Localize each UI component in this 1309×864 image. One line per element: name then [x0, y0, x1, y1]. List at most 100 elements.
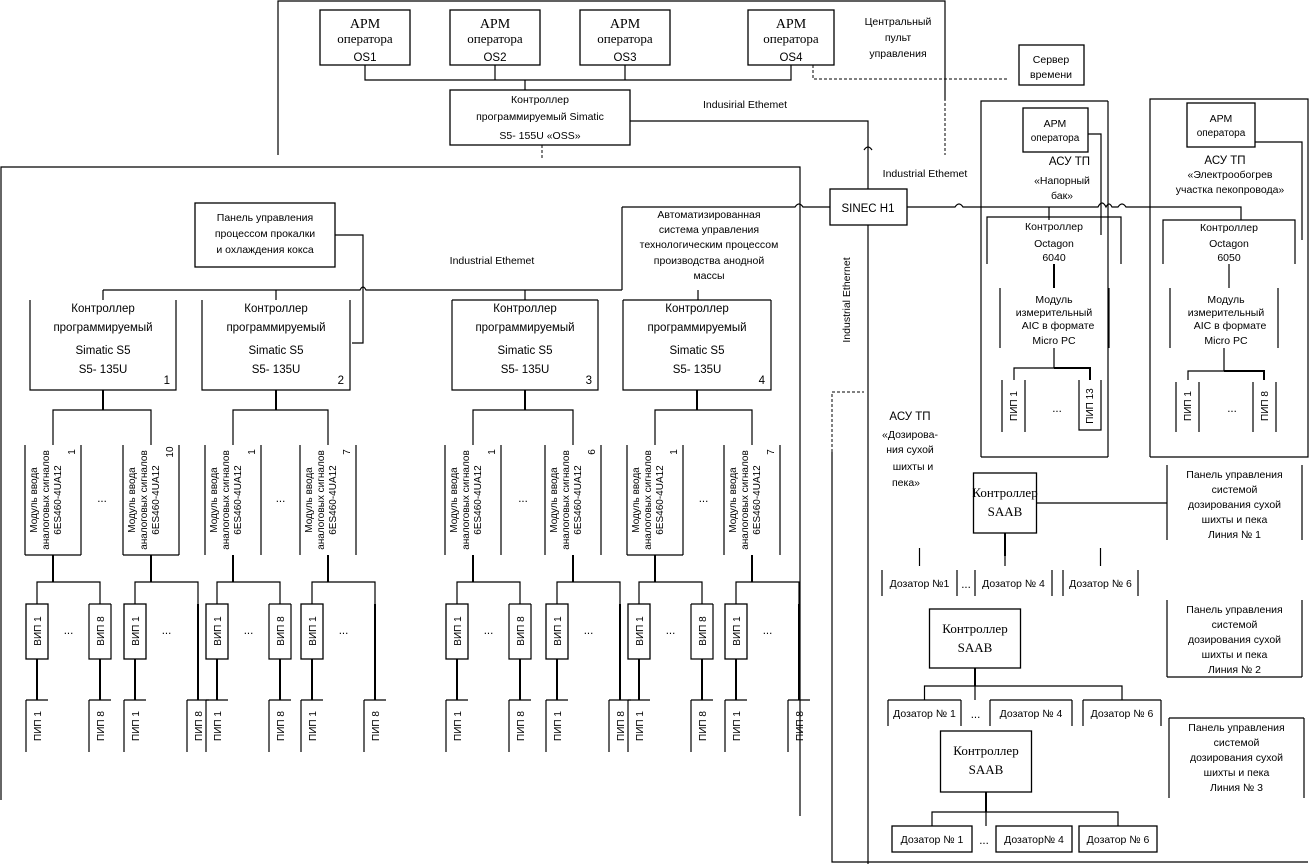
- doser-6[interactable]: Дозатор № 6: [1082, 699, 1162, 726]
- ws-title: АРМ: [610, 17, 641, 32]
- pip-13-tank[interactable]: ПИП 13: [1078, 380, 1102, 431]
- pressure-tank-workstation[interactable]: АРМ оператора: [1022, 107, 1089, 153]
- vip-bus: [216, 555, 281, 604]
- doser-1[interactable]: Дозатор № 1: [887, 699, 962, 726]
- pipe-heating-title: АСУ ТП «Электрообогрев участка пекопрово…: [1176, 155, 1285, 196]
- pip-1[interactable]: ПИП 1: [545, 699, 568, 752]
- module-label: 6ES460-4UA12: [53, 465, 64, 535]
- vip-1[interactable]: ВИП 1: [724, 603, 748, 660]
- doser-4[interactable]: Дозатор № 4: [989, 699, 1073, 726]
- label-line: Контроллер: [1025, 221, 1083, 233]
- pip-1[interactable]: ПИП 1: [25, 699, 48, 752]
- doser-label: Дозатор №1: [890, 578, 950, 590]
- octagon-6040-controller[interactable]: Контроллер Octagon 6040: [986, 216, 1122, 264]
- vip-1[interactable]: ВИП 1: [627, 603, 651, 660]
- pip-1-tank[interactable]: ПИП 1: [1001, 380, 1026, 432]
- pip-8[interactable]: ПИП 8: [508, 699, 531, 752]
- pip-1[interactable]: ПИП 1: [123, 699, 146, 752]
- vip-label: ВИП 1: [131, 616, 142, 646]
- ellipsis: ...: [339, 625, 349, 637]
- vip-1[interactable]: ВИП 1: [25, 603, 49, 660]
- doser-6[interactable]: Дозатор № 6: [1062, 570, 1139, 596]
- workstation-os4[interactable]: АРМ оператора OS4: [747, 9, 835, 66]
- module-number: 7: [766, 449, 777, 455]
- pip-links: [638, 659, 703, 700]
- vip-1[interactable]: ВИП 1: [205, 603, 229, 660]
- oss-controller[interactable]: Контроллер программируемый Simatic S5- 1…: [449, 89, 631, 146]
- pip-links: [456, 659, 521, 700]
- sinec-h1-switch[interactable]: SINEC H1: [829, 188, 908, 226]
- workstation-os1[interactable]: АРМ оператора OS1: [319, 9, 411, 66]
- pip-links: [36, 659, 101, 700]
- label-line: Micro PC: [1032, 335, 1076, 347]
- vip-bus: [311, 555, 376, 604]
- vip-8[interactable]: ВИП 8: [268, 603, 292, 660]
- pip-1[interactable]: ПИП 1: [724, 699, 747, 752]
- octagon-6050-controller[interactable]: Контроллер Octagon 6050: [1162, 219, 1296, 264]
- pip-8[interactable]: ПИП 8: [690, 699, 713, 752]
- vip-8[interactable]: ВИП 8: [690, 603, 714, 660]
- doser-1[interactable]: Дозатор №1: [881, 570, 958, 596]
- pip-label: ПИП 1: [131, 711, 142, 741]
- aic-module-6040[interactable]: Модуль измерительный AIC в формате Micro…: [999, 288, 1110, 348]
- vip-1[interactable]: ВИП 1: [545, 603, 569, 660]
- vip-1[interactable]: ВИП 1: [123, 603, 147, 660]
- ws-role: оператора: [337, 31, 393, 46]
- vip-1[interactable]: ВИП 1: [445, 603, 469, 660]
- vip-8[interactable]: ВИП 8: [508, 603, 532, 660]
- vip-bus: [134, 555, 199, 604]
- module-label: аналоговых сигналов: [561, 450, 572, 550]
- label-line: Контроллер: [71, 303, 134, 315]
- pip-8[interactable]: ПИП 8: [186, 699, 209, 752]
- aic-module-6050[interactable]: Модуль измерительный AIC в формате Micro…: [1169, 288, 1279, 348]
- pipe-heating-workstation[interactable]: АРМ оператора: [1186, 102, 1256, 148]
- pip-8[interactable]: ПИП 8: [268, 699, 291, 752]
- doser-4[interactable]: Дозатор № 4: [974, 570, 1053, 596]
- pip-label: ПИП 8: [371, 711, 382, 741]
- pip-8[interactable]: ПИП 8: [363, 699, 386, 752]
- doser-4[interactable]: Дозатор№ 4: [995, 825, 1073, 853]
- pip-1[interactable]: ПИП 1: [205, 699, 228, 752]
- time-server[interactable]: Сервер времени: [1018, 44, 1085, 86]
- doser-6[interactable]: Дозатор № 6: [1078, 825, 1158, 853]
- module-label: 6ES460-4UA12: [328, 465, 339, 535]
- label-line: шихты и пека: [1204, 767, 1270, 779]
- pip-8-heating[interactable]: ПИП 8: [1252, 382, 1277, 432]
- label-line: и охлаждения кокса: [216, 244, 313, 256]
- vip-1[interactable]: ВИП 1: [300, 603, 324, 660]
- module-label: Модуль ввода: [29, 467, 40, 533]
- pip-8[interactable]: ПИП 8: [88, 699, 111, 752]
- pip-1[interactable]: ПИП 1: [300, 699, 323, 752]
- pip-8[interactable]: ПИП 8: [608, 699, 631, 752]
- doser-1[interactable]: Дозатор № 1: [891, 825, 973, 853]
- workstation-os3[interactable]: АРМ оператора OS3: [579, 9, 671, 66]
- workstation-os2[interactable]: АРМ оператора OS2: [449, 9, 541, 66]
- pip-1-heating[interactable]: ПИП 1: [1175, 382, 1200, 432]
- pip-8[interactable]: ПИП 8: [787, 699, 810, 752]
- module-label: 6ES460-4UA12: [573, 465, 584, 535]
- pip-1[interactable]: ПИП 1: [627, 699, 650, 752]
- pip-1[interactable]: ПИП 1: [445, 699, 468, 752]
- coke-calcination-panel[interactable]: Панель управления процессом прокалки и о…: [194, 202, 336, 268]
- label-line: шихты и пека: [1202, 514, 1268, 526]
- vip-8[interactable]: ВИП 8: [88, 603, 112, 660]
- label-line: Панель управления: [217, 212, 313, 224]
